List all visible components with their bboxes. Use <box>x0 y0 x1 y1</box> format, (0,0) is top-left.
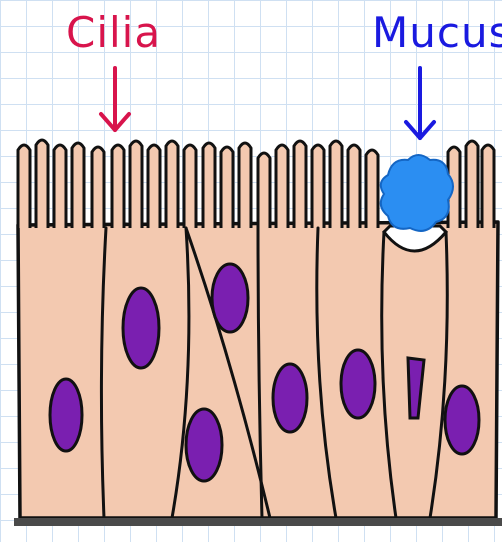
mucus-droplet <box>381 155 453 231</box>
basement-membrane <box>14 518 502 526</box>
nucleus <box>50 379 82 451</box>
nucleus <box>212 264 248 332</box>
mucus-arrow <box>406 68 434 138</box>
nucleus <box>123 288 159 368</box>
nucleus <box>445 386 479 454</box>
cilia-arrow <box>101 68 129 130</box>
nucleus <box>186 409 222 481</box>
goblet-cell <box>381 155 453 251</box>
nucleus <box>341 350 375 418</box>
nucleus <box>273 364 307 432</box>
